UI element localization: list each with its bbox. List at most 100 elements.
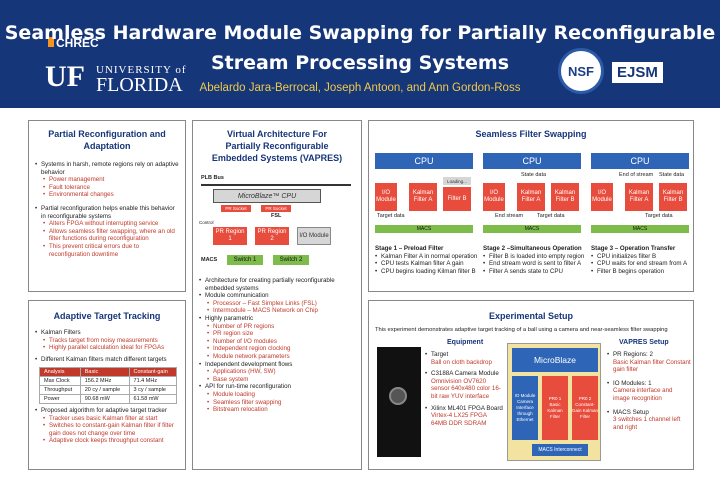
vapres-panel: Virtual Architecture For Partially Recon…	[192, 120, 362, 470]
vapres-title-line2: Partially Reconfigurable	[225, 141, 329, 151]
stage1-item-2: CPU tests Kalman filter A gain	[375, 260, 479, 268]
poster-title-line2: Stream Processing Systems	[210, 52, 510, 74]
chrec-logo-mark	[48, 37, 54, 47]
vapres-sub-5-3: Bitstream relocation	[199, 406, 357, 414]
exp-pr2: PR0 2 Constant-Gain Kalman Filter	[572, 376, 598, 440]
pr-region-2: PR Region 2	[255, 227, 289, 245]
pr-region-1: PR Region 1	[213, 227, 247, 245]
stage1-title: Stage 1 – Preload Filter	[375, 245, 444, 252]
stage2-macs-label: MACS	[524, 225, 540, 232]
stage2-io-label: I/O Module	[484, 190, 504, 203]
stage2-cpu-label: CPU	[522, 155, 542, 166]
pr-region-2-label: PR Region 2	[257, 229, 287, 242]
vsetup-1-name: PR Regions: 2	[607, 351, 691, 359]
stage-1-diagram: CPU I/O Module Kalman Filter A Loading..…	[373, 151, 477, 243]
plb-bus-line	[201, 184, 351, 186]
stage2-io: I/O Module	[483, 183, 505, 211]
vapres-sub-3-1: Number of PR regions	[199, 323, 357, 331]
exp-pr1: PR0 1 Basic Kalman Filter	[542, 376, 568, 440]
poster-header: CHREC UF UNIVERSITY of FLORIDA Seamless …	[0, 0, 720, 108]
vapres-sub-3-4: Independent region clocking	[199, 345, 357, 353]
vsetup-1-detail: Basic Kalman filter Constant gain filter	[613, 358, 691, 374]
exp-microblaze: MicroBlaze	[512, 348, 598, 372]
stage3-item-1: CPU initializes filter B	[591, 253, 693, 261]
vapres-sub-2-1: Processor – Fast Simplex Links (FSL)	[199, 300, 357, 308]
stage3-kalman-b: Kalman Filter B	[659, 183, 687, 211]
stage2-state-data: State data	[521, 172, 547, 178]
adaptive-sub-3-3: Adaptive clock keeps throughput constant	[35, 437, 181, 445]
stage2-kalman-b-label: Kalman Filter B	[554, 190, 576, 203]
switch-2-label: Switch 2	[279, 256, 303, 263]
stage1-io: I/O Module	[375, 183, 397, 211]
equipment-1-detail: Ball on cloth backdrop	[431, 358, 492, 366]
partial-sub-2-3: This prevent critical errors due to reco…	[35, 243, 181, 258]
pr-socket-1-label: PR Socket	[225, 206, 247, 211]
partial-sub-1-1: Power management	[35, 176, 181, 184]
partial-sub-1-2: Fault tolerance	[35, 184, 181, 192]
stage1-target-data: Target data	[377, 213, 405, 219]
vapres-sub-5-2: Seamless filter swapping	[199, 399, 357, 407]
stage3-item-2: CPU waits for end stream from A	[591, 260, 693, 268]
vapres-sub-3-5: Module network parameters	[199, 353, 357, 361]
vapres-setup-heading: VAPRES Setup	[619, 339, 669, 346]
nsf-logo-text: NSF	[568, 63, 594, 79]
stage2-kalman-a: Kalman Filter A	[517, 183, 545, 211]
vapres-bullet-5: API for run-time reconfiguration	[199, 383, 357, 391]
stage2-item-2: End stream word is sent to filter A	[483, 260, 587, 268]
nsf-logo: NSF	[558, 48, 604, 94]
partial-title-line2: Adaptation	[83, 141, 131, 151]
stage3-io: I/O Module	[591, 183, 613, 211]
vapres-title-line1: Virtual Architecture For	[226, 129, 328, 139]
ejsm-logo: EJSM	[612, 62, 663, 83]
exp-io-module: IO Module Camera Interface through Ether…	[512, 376, 538, 440]
partial-sub-2-2: Allows seamless filter swapping, where a…	[35, 228, 181, 243]
vsetup-2-detail: Camera interface and image recognition	[613, 387, 673, 402]
adaptive-sub-1-2: Highly parallel calculation ideal for FP…	[35, 344, 181, 352]
vapres-diagram: PLB Bus MicroBlaze™ CPU PR Socket PR Soc…	[199, 173, 357, 273]
partial-bullet-2: Partial reconfiguration helps enable thi…	[35, 205, 181, 220]
equipment-2-name: C3188A Camera Module	[425, 370, 503, 378]
exp-macs: MACS Interconnect	[532, 444, 588, 456]
stage3-cpu-label: CPU	[630, 155, 650, 166]
experimental-setup-panel: Experimental Setup This experiment demon…	[368, 300, 694, 470]
exp-basic-label: Basic Kalman Filter	[547, 402, 563, 419]
exp-macs-label: MACS Interconnect	[538, 446, 582, 453]
vsetup-2-name: IO Modules: 1	[607, 380, 691, 388]
stage3-state-data: State data	[659, 172, 685, 178]
uf-logo: UF	[45, 60, 85, 93]
partial-bullet-1: Systems in harsh, remote regions rely on…	[35, 161, 181, 176]
stage-3-diagram: CPU End of stream State data I/O Module …	[589, 151, 693, 243]
pr-socket-2-label: PR Socket	[265, 206, 287, 211]
vapres-bullet-3: Highly parametric	[199, 315, 357, 323]
uf-florida-text: FLORIDA	[96, 74, 183, 96]
exp-microblaze-label: MicroBlaze	[533, 354, 577, 365]
equipment-3-detail: Virtex-4 LX25 FPGA 64MB DDR SDRAM	[431, 412, 487, 427]
stage2-kalman-a-label: Kalman Filter A	[520, 190, 542, 203]
equipment-3-name: Xilinx ML401 FPGA Board	[425, 405, 503, 413]
filter-swapping-panel: Seamless Filter Swapping CPU I/O Module …	[368, 120, 694, 292]
stage1-macs: MACS	[375, 225, 473, 233]
exp-pr1-label: PR0 1	[548, 396, 562, 401]
chrec-logo: CHREC	[56, 36, 99, 50]
pr-socket-2: PR Socket	[261, 205, 291, 212]
stage3-kalman-b-label: Kalman Filter B	[662, 190, 684, 203]
table-cell: 61.58 mW	[128, 394, 178, 404]
stage2-macs: MACS	[483, 225, 581, 233]
microblaze-cpu-label: MicroBlaze™ CPU	[237, 192, 297, 200]
stage1-cpu: CPU	[375, 153, 473, 169]
stage1-kalman-a-label: Kalman Filter A	[412, 190, 434, 203]
equipment-2-detail: Omnivision OV7620 sensor 640x480 color 1…	[431, 377, 501, 400]
stage2-title: Stage 2 –Simultaneous Operation	[483, 245, 582, 252]
stage3-target-data: Target data	[645, 213, 673, 219]
switch-1: Switch 1	[227, 255, 263, 265]
vapres-bullet-1: Architecture for creating partially reco…	[199, 277, 357, 292]
switch-1-label: Switch 1	[233, 256, 257, 263]
stage2-cpu: CPU	[483, 153, 581, 169]
exp-intro: This experiment demonstrates adaptive ta…	[375, 327, 668, 333]
adaptive-tracking-panel: Adaptive Target Tracking Kalman Filters …	[28, 300, 186, 470]
poster-title-line1: Seamless Hardware Module Swapping for Pa…	[4, 22, 716, 44]
